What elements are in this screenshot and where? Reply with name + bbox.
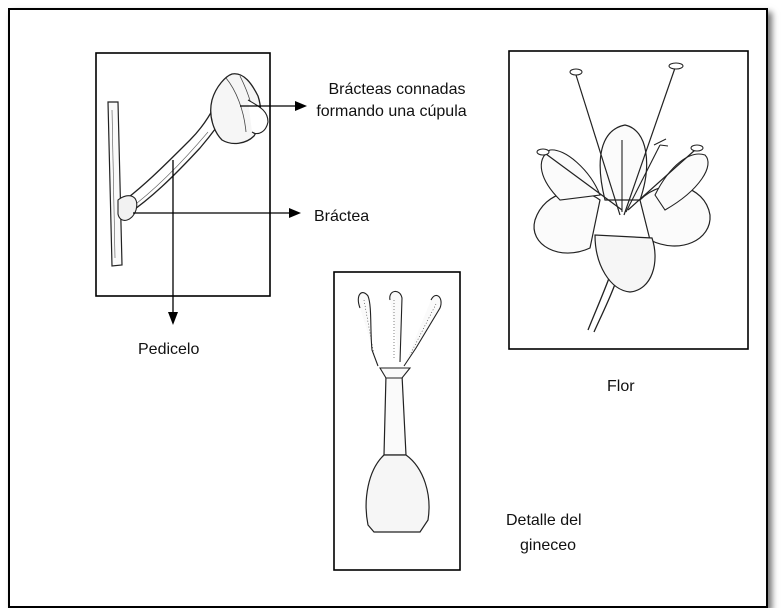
figure-canvas: Brácteas connadas formando una cúpula Br… (0, 0, 782, 595)
flor-label: Flor (607, 376, 635, 398)
flower-panel (509, 51, 748, 349)
bracteas-connadas-label-line2: formando una cúpula (304, 101, 479, 123)
bracteas-connadas-label-line1: Brácteas connadas (312, 79, 482, 101)
detalle-label-line2: gineceo (520, 535, 576, 557)
pedicelo-label: Pedicelo (138, 339, 199, 361)
gynoecium-panel (334, 272, 460, 570)
pedicel-panel (96, 53, 270, 296)
detalle-label-line1: Detalle del (506, 510, 582, 532)
bractea-label: Bráctea (314, 206, 369, 228)
